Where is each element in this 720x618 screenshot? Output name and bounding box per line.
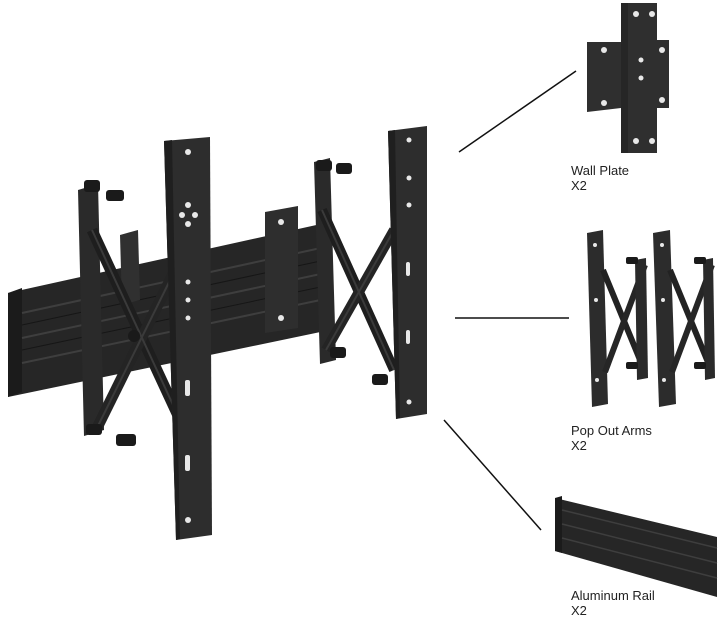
aluminum-rail-caption: Aluminum Rail X2: [571, 588, 655, 618]
aluminum-rail-part: [555, 496, 718, 597]
left-upright: [164, 137, 212, 540]
pop-out-arms-caption: Pop Out Arms X2: [571, 423, 652, 453]
leader-line-wall-plate: [458, 70, 577, 153]
back-wall-plate: [265, 206, 298, 333]
wall-plate-quantity: X2: [571, 178, 587, 193]
leader-lines: [443, 70, 577, 531]
aluminum-rail-label: Aluminum Rail: [571, 588, 655, 603]
wall-plate-part: [587, 3, 669, 153]
leader-line-aluminum-rail: [443, 419, 542, 531]
pop-out-arms-label: Pop Out Arms: [571, 423, 652, 438]
pop-out-arms-quantity: X2: [571, 438, 587, 453]
pop-out-arms-part: [587, 230, 715, 407]
left-pop-out-arm: [78, 180, 185, 446]
aluminum-rail-quantity: X2: [571, 603, 587, 618]
right-pop-out-arm: [314, 158, 399, 385]
wall-plate-caption: Wall Plate X2: [571, 163, 629, 193]
main-assembly: [8, 126, 427, 540]
wall-plate-label: Wall Plate: [571, 163, 630, 178]
right-upright: [388, 126, 427, 419]
